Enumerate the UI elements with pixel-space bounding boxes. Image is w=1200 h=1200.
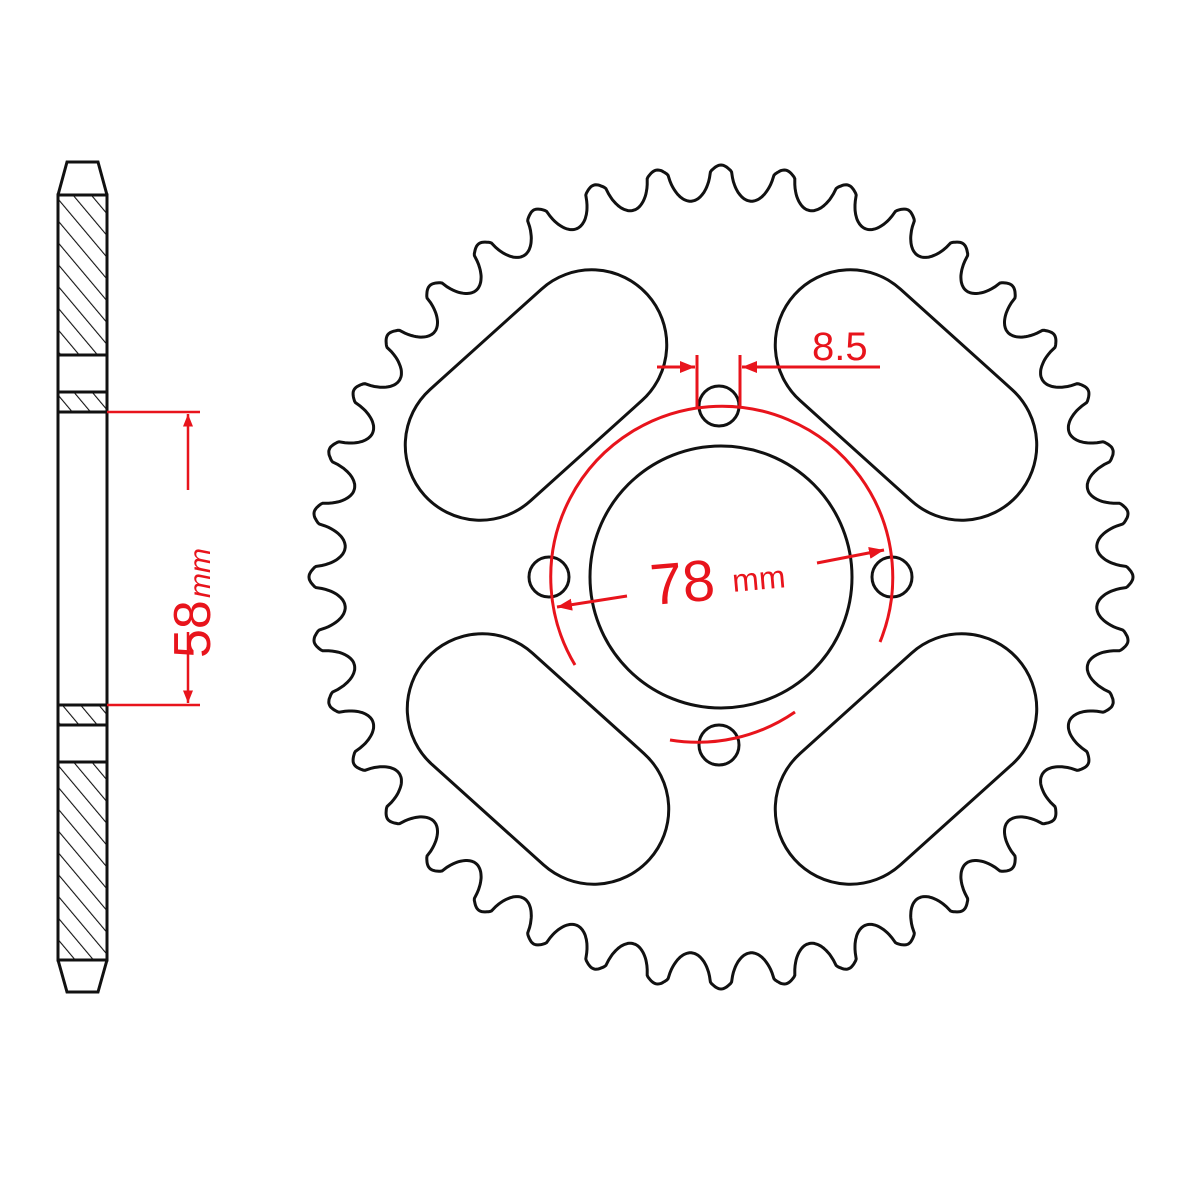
lightening-hole-lower-left [405,632,671,886]
bore-dimension-label: 58 mm [164,548,222,658]
bolt-hole-left [527,555,571,599]
dimension-lines [549,355,895,744]
lightening-hole-lower-right [773,632,1039,886]
bolt-hole-bottom [697,723,741,767]
bottom-tooth-profile [56,959,109,994]
hatched-section-bottom [56,760,109,962]
pitch-circle-unit: mm [731,558,787,599]
lightening-hole-upper-left [403,268,669,522]
pitch-circle-dimension-label: 78 mm [647,548,787,618]
bore-value: 58 [164,600,222,658]
bore-unit: mm [184,548,217,598]
front-view [307,163,1135,991]
pitch-circle-arc-upper [549,404,895,666]
top-tooth-profile [56,160,109,196]
hatched-section-hub-bottom [56,703,109,727]
side-view [56,160,109,994]
center-bore [588,444,854,710]
pitch-circle-value: 78 [647,548,717,618]
pitch-circle-arc-lower [669,710,796,744]
lightening-hole-upper-right [773,268,1039,522]
hatched-section-hub-top [56,390,109,414]
bolt-hole-dimension-label: 8.5 [812,325,868,369]
sprocket-teeth-outline [307,163,1135,991]
bore-dimension [107,410,200,707]
hatched-section-top [56,193,109,357]
